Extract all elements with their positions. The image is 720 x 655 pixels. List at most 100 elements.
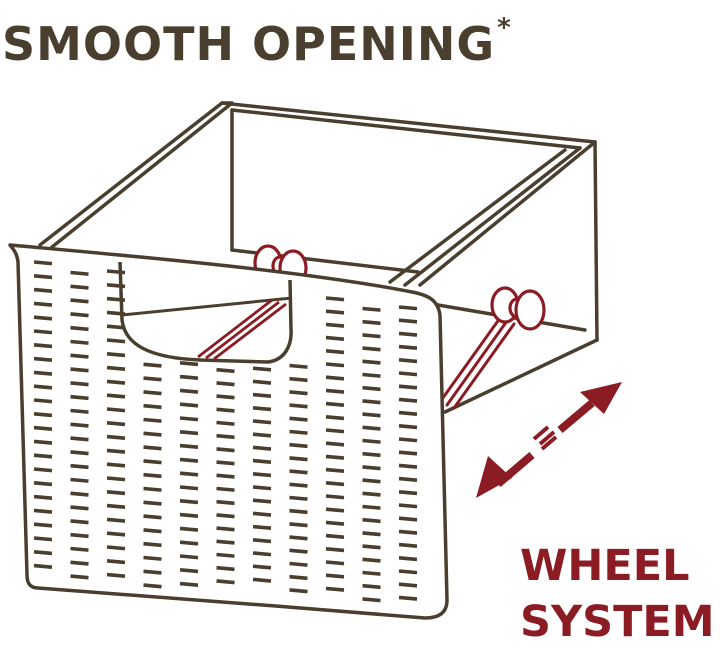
weave-dash (33, 356, 53, 363)
weave-dash (179, 430, 199, 436)
weave-dash (216, 473, 235, 479)
weave-dash (106, 365, 126, 372)
right-rim-outer (418, 140, 597, 287)
weave-dash (179, 581, 199, 588)
weave-dash (70, 477, 89, 483)
weave-dash (106, 490, 126, 496)
weave-dash (106, 448, 126, 454)
weave-dash (252, 458, 272, 465)
weave-dash (216, 499, 235, 506)
weave-dash (362, 412, 381, 418)
right-edge (593, 140, 599, 342)
weave-dash (143, 569, 162, 575)
weave-dash (143, 431, 162, 437)
weave-dash (143, 459, 162, 465)
weave-dash (106, 462, 126, 468)
weave-dash (252, 419, 272, 425)
weave-dash (398, 529, 418, 535)
right-rim-mid (388, 148, 567, 284)
weave-dash (362, 583, 381, 590)
weave-dash (33, 536, 53, 542)
weave-dash (106, 338, 126, 344)
weave-dash (325, 441, 345, 447)
weave-dash (252, 564, 272, 570)
weave-dash (289, 508, 308, 515)
weave-dash (325, 494, 345, 500)
weave-dash (143, 403, 162, 410)
weave-dash (325, 309, 345, 315)
arrow-dash-2 (540, 435, 558, 451)
weave-dash (33, 370, 53, 376)
weave-dash (106, 296, 126, 303)
weave-dash (216, 394, 235, 400)
weave-dash (179, 568, 199, 574)
weave-dash (289, 390, 308, 396)
weave-dash (362, 306, 381, 312)
weave-dash (70, 532, 89, 539)
weave-dash (398, 503, 418, 509)
weave-dash (179, 512, 199, 519)
weave-dash (252, 551, 272, 557)
top-back-rim-inner (230, 108, 582, 150)
weave-dash (398, 582, 418, 588)
handle-cutout (118, 261, 293, 364)
weave-dash (216, 420, 235, 426)
weave-dash (179, 443, 199, 450)
weave-dash (362, 425, 381, 431)
handle-rail-2 (205, 300, 280, 360)
weave-dash (362, 346, 381, 352)
weave-dash (70, 394, 89, 401)
arrow-head-lower (476, 456, 512, 498)
weave-dash (398, 476, 418, 483)
weave-dash (70, 284, 89, 290)
weave-dash (362, 465, 381, 471)
weave-dash (70, 367, 89, 373)
weave-dash (143, 472, 162, 479)
weave-dash (179, 485, 199, 491)
weave-dash (252, 524, 272, 531)
weave-dash (33, 260, 53, 266)
weave-dash (362, 359, 381, 365)
weave-dash (33, 412, 53, 418)
weave-dash (106, 531, 126, 537)
weave-dash (289, 363, 308, 369)
weave-dash (70, 505, 89, 511)
weave-dash (216, 552, 235, 558)
weave-dash (398, 358, 418, 364)
weave-dash (179, 457, 199, 463)
weave-dash (362, 531, 381, 537)
weave-dash (289, 469, 308, 475)
weave-dash (289, 522, 308, 528)
weave-dash (106, 503, 126, 510)
weave-dash (179, 540, 199, 546)
weave-dash (70, 298, 89, 304)
weave-dash (216, 526, 235, 532)
weave-pattern (33, 260, 418, 603)
weave-dash (143, 486, 162, 492)
weave-dash (252, 392, 272, 399)
weave-dash (289, 574, 308, 581)
weave-dash (398, 331, 418, 337)
arrow-dash-1 (538, 430, 556, 446)
weave-dash (252, 366, 272, 372)
heading-text: SMOOTH OPENING (2, 17, 496, 71)
weave-dash (216, 486, 235, 492)
weave-dash (289, 442, 308, 449)
weave-dash (398, 305, 418, 311)
weave-dash (398, 384, 418, 390)
weave-dash (106, 572, 126, 579)
weave-dash (106, 393, 126, 399)
weave-dash (325, 375, 345, 381)
weave-dash (252, 406, 272, 412)
weave-dash (33, 398, 53, 404)
weave-dash (398, 397, 418, 403)
weave-dash (216, 381, 235, 387)
weave-dash (362, 451, 381, 458)
weave-dash (289, 456, 308, 462)
weave-dash (106, 379, 126, 385)
weave-dash (325, 560, 345, 566)
weave-dash (398, 595, 418, 601)
weave-dash (398, 542, 418, 549)
weave-dash (289, 429, 308, 435)
